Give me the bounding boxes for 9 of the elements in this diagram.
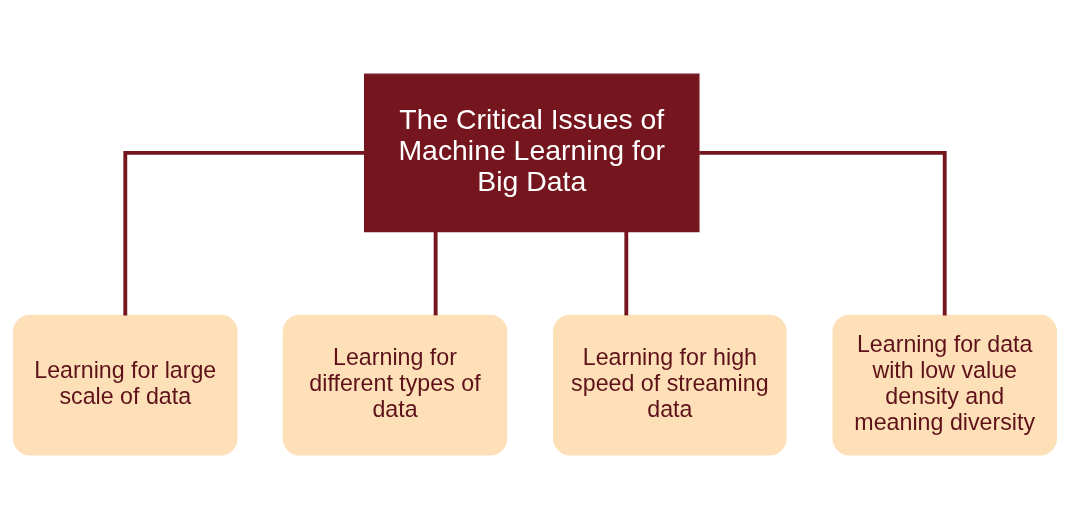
- node-box: Learning for high speed of streaming data: [553, 314, 787, 456]
- connector: [624, 231, 629, 316]
- connector: [433, 231, 438, 316]
- node-box: The Critical Issues of Machine Learning for Big Data: [364, 73, 700, 233]
- connector: [123, 150, 365, 316]
- connector: [699, 150, 947, 316]
- node-box: Learning for data with low value density and meaning diversity: [832, 314, 1057, 456]
- node-box: Learning for large scale of data: [13, 314, 238, 456]
- node-box: Learning for different types of data: [282, 314, 508, 456]
